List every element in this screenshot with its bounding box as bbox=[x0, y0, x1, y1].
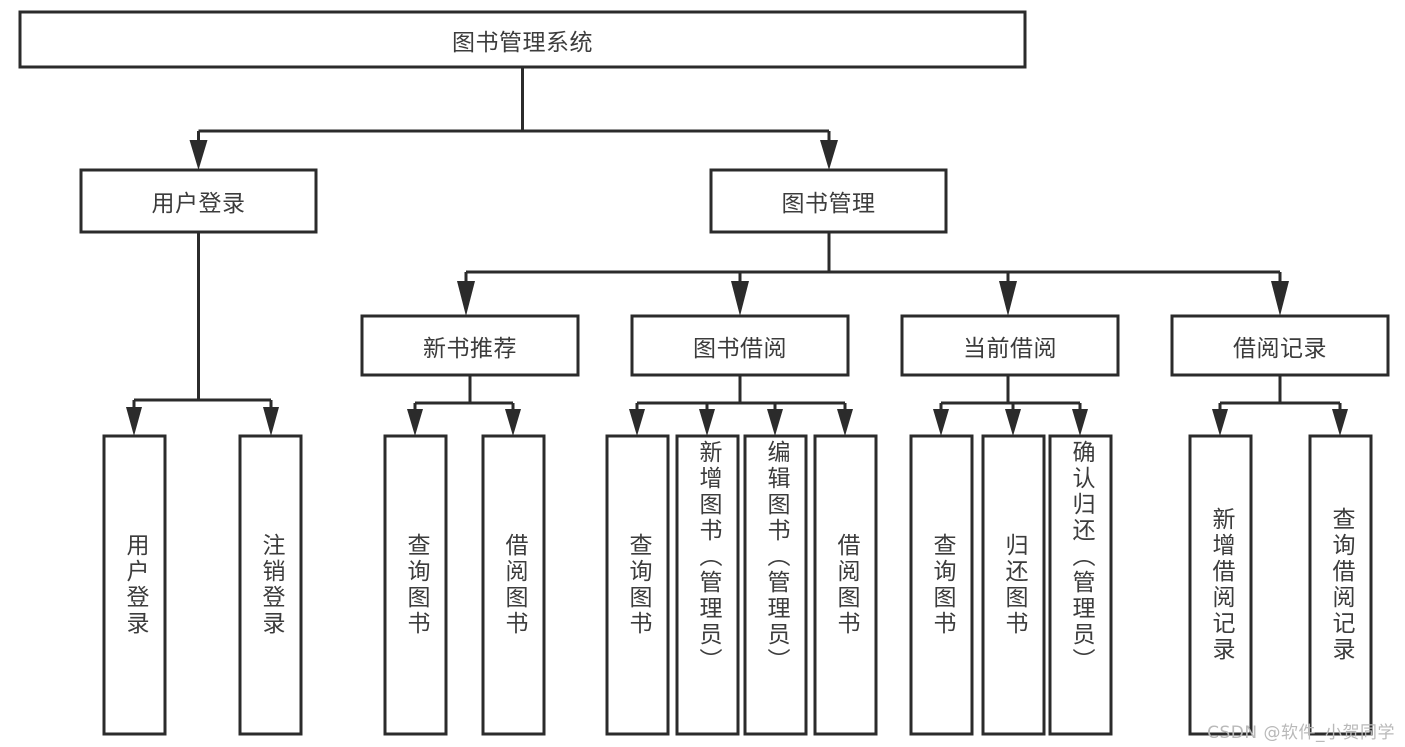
arrow-head-leaf-user-login bbox=[126, 407, 142, 436]
node-borrow-record[interactable] bbox=[1170, 314, 1390, 377]
arrow-head-leaf-query-book-1 bbox=[407, 409, 423, 436]
arrow-head-user-login bbox=[189, 140, 208, 170]
leaf-box-add-borrow-record[interactable] bbox=[1188, 434, 1253, 736]
arrow-head-book-borrow bbox=[731, 281, 749, 316]
leaf-box-return-book[interactable] bbox=[981, 434, 1046, 736]
arrow-head-leaf-logout bbox=[263, 407, 279, 436]
node-root-system[interactable] bbox=[18, 10, 1027, 69]
arrow-head-book-mgmt bbox=[820, 140, 838, 170]
edge-group-borrow-record bbox=[1212, 375, 1348, 436]
edge-group-root bbox=[189, 67, 838, 170]
leaf-box-borrow-book[interactable] bbox=[813, 434, 878, 736]
leaf-box-edit-book-admin[interactable] bbox=[743, 434, 808, 736]
leaf-box-user-login[interactable] bbox=[102, 434, 167, 736]
edge-group-book-borrow bbox=[629, 375, 853, 436]
node-current-borrow[interactable] bbox=[900, 314, 1120, 377]
node-new-book-recommend[interactable] bbox=[360, 314, 580, 377]
arrow-head-borrow-record bbox=[1271, 281, 1289, 316]
edge-group-current-borrow bbox=[933, 375, 1088, 436]
arrow-head-leaf-confirm-return bbox=[1072, 409, 1088, 436]
arrow-head-leaf-add-record bbox=[1212, 409, 1228, 436]
arrow-head-leaf-return-book bbox=[1005, 409, 1021, 436]
arrow-head-current-borrow bbox=[999, 281, 1017, 316]
leaf-box-query-borrow-record[interactable] bbox=[1308, 434, 1373, 736]
arrow-head-leaf-query-book-3 bbox=[933, 409, 949, 436]
edge-group-user-login bbox=[126, 232, 279, 436]
leaf-box-borrow-book-rec[interactable] bbox=[481, 434, 546, 736]
arrow-head-leaf-edit-book bbox=[767, 409, 783, 436]
leaf-box-query-book-current[interactable] bbox=[909, 434, 974, 736]
node-book-borrow[interactable] bbox=[630, 314, 850, 377]
arrow-head-leaf-borrow-book-1 bbox=[505, 409, 521, 436]
arrow-head-leaf-query-book-2 bbox=[629, 409, 645, 436]
edge-group-book-mgmt bbox=[457, 232, 1289, 316]
watermark-text: CSDN @软件_小贺同学 bbox=[1207, 723, 1395, 743]
arrow-head-leaf-query-record bbox=[1332, 409, 1348, 436]
arrow-head-new-book-rec bbox=[457, 281, 475, 316]
node-book-management[interactable] bbox=[709, 168, 948, 234]
edge-group-new-book-rec bbox=[407, 375, 521, 436]
leaf-box-query-book-borrow[interactable] bbox=[605, 434, 670, 736]
leaf-box-confirm-return-admin[interactable] bbox=[1048, 434, 1113, 736]
node-user-login[interactable] bbox=[79, 168, 318, 234]
arrow-head-leaf-borrow-book-2 bbox=[837, 409, 853, 436]
leaf-box-query-book-rec[interactable] bbox=[383, 434, 448, 736]
leaf-box-logout[interactable] bbox=[238, 434, 303, 736]
leaf-box-add-book-admin[interactable] bbox=[675, 434, 740, 736]
arrow-head-leaf-add-book bbox=[699, 409, 715, 436]
